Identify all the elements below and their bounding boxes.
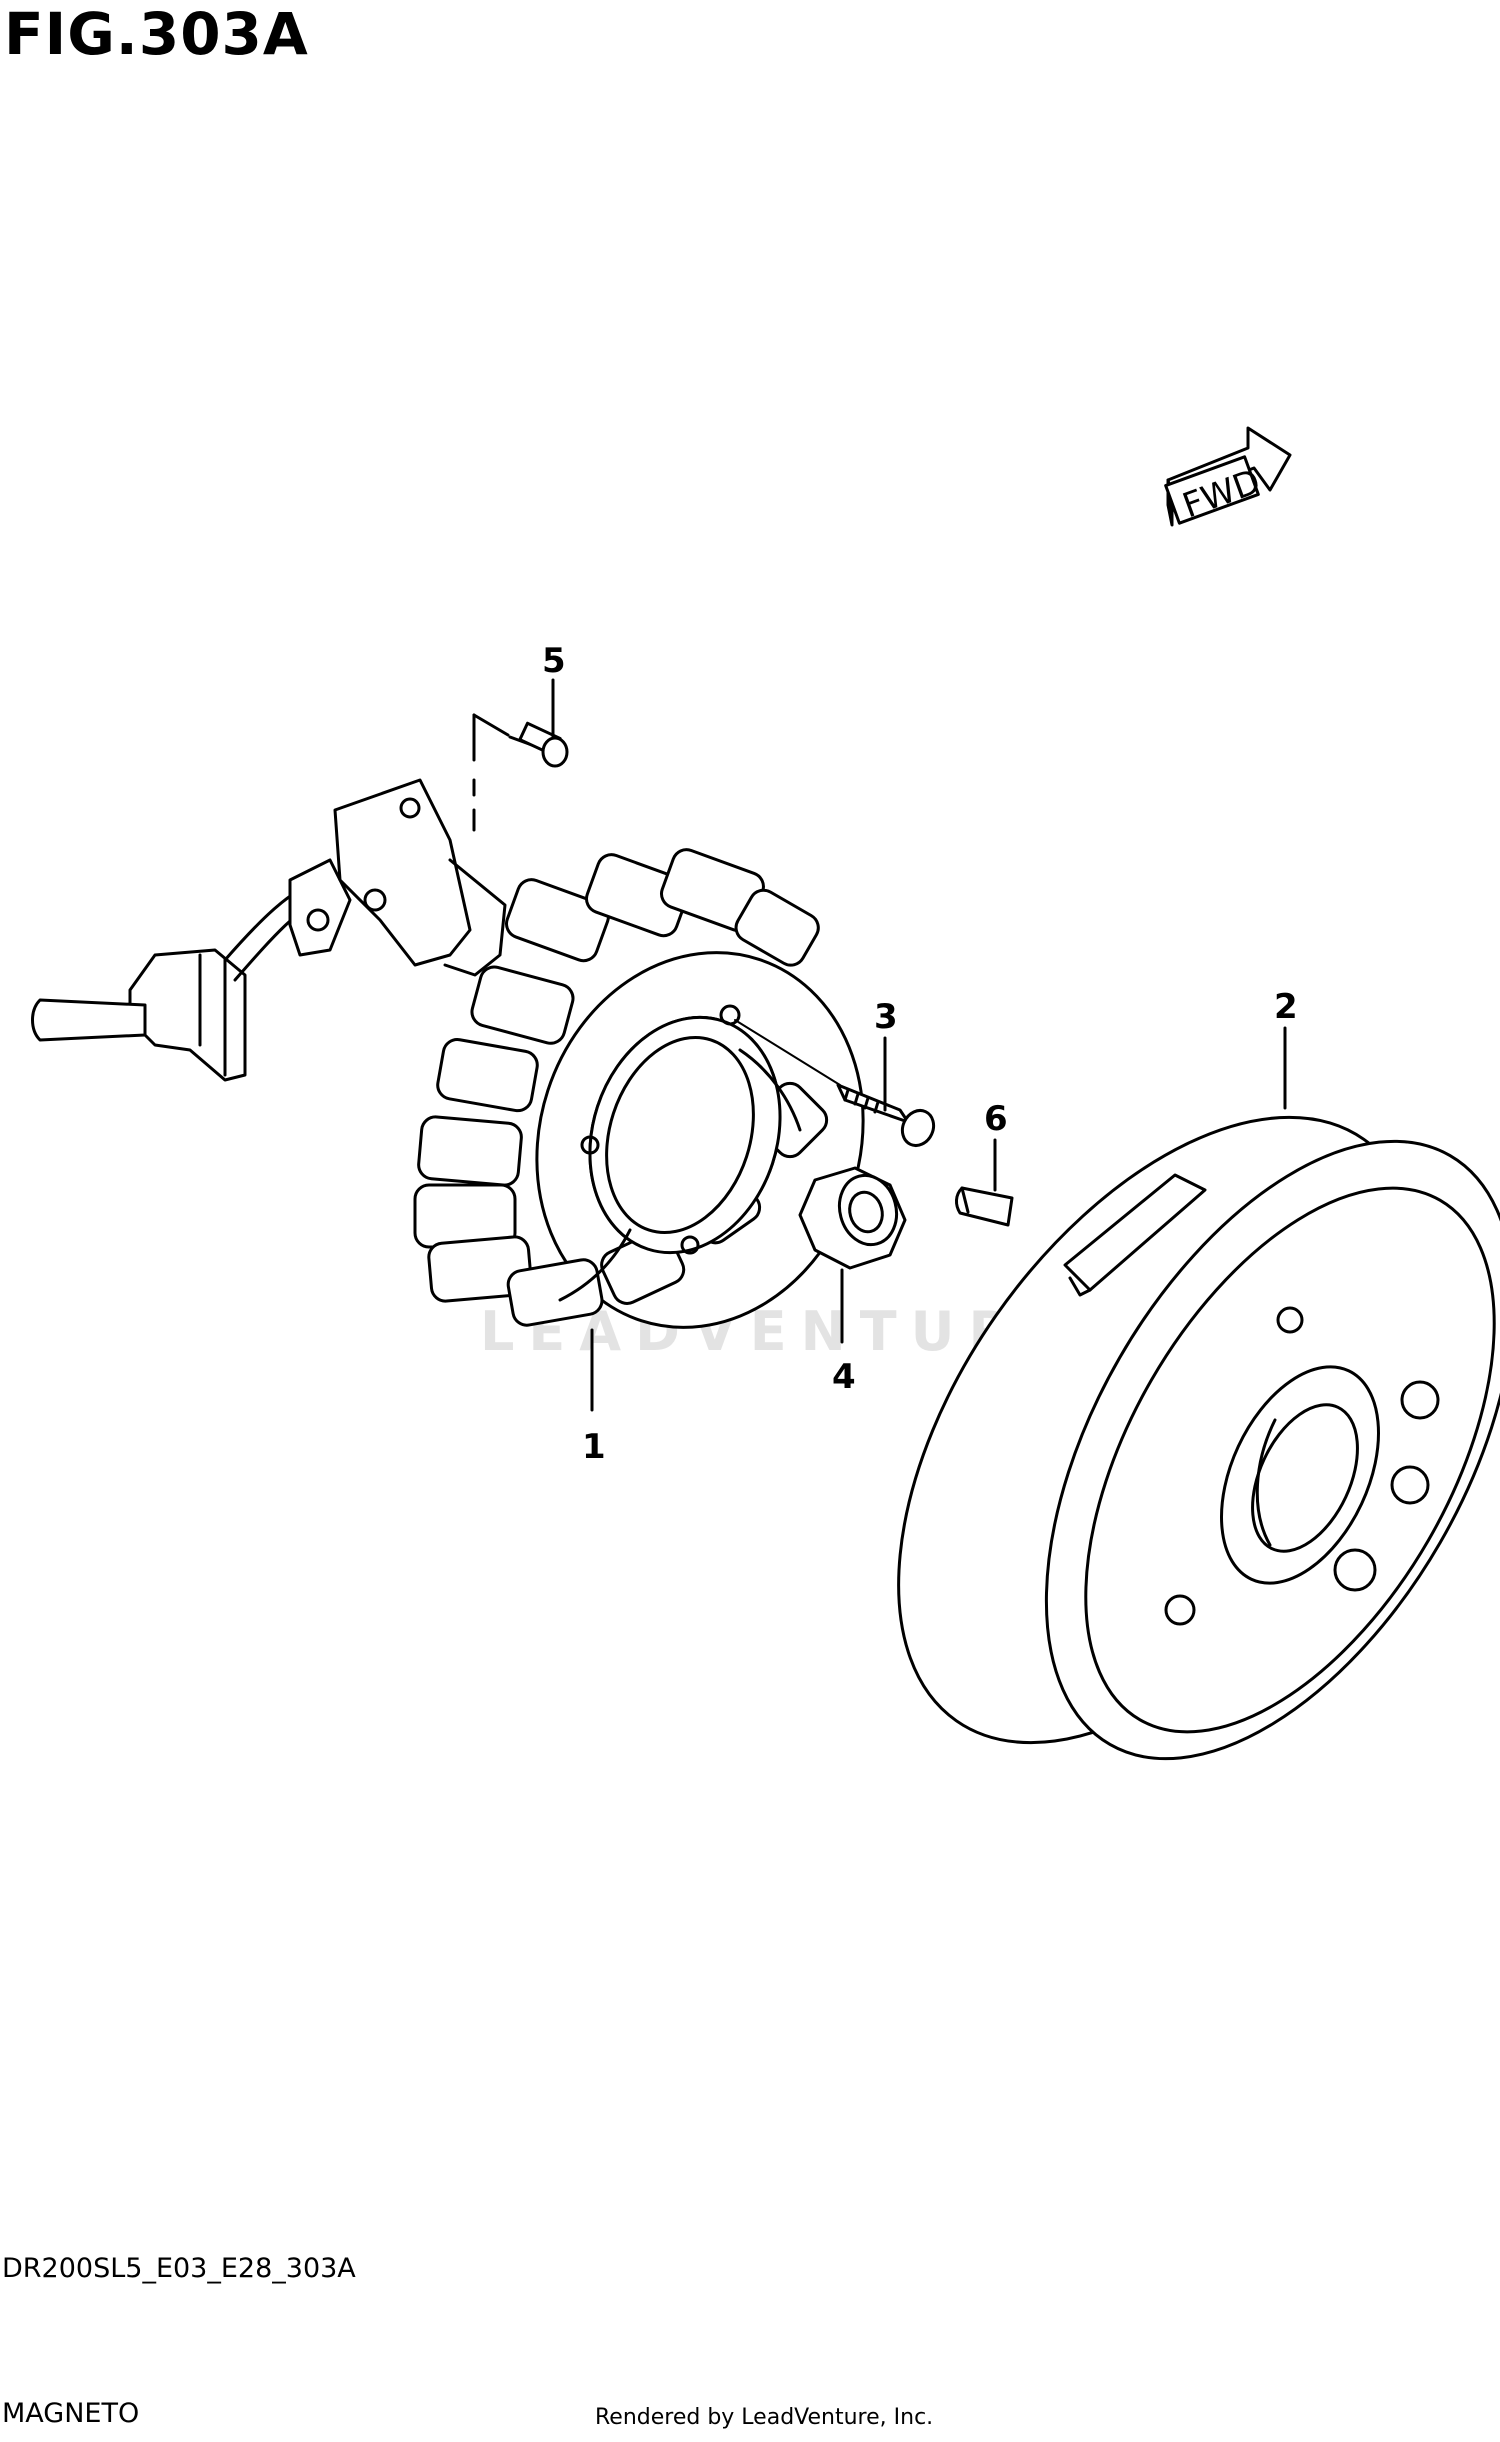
key-part-6 xyxy=(955,1186,1014,1227)
callout-1: 1 xyxy=(582,1427,606,1467)
bolt-part-3 xyxy=(734,1019,936,1148)
callout-3: 3 xyxy=(874,997,898,1037)
flywheel-part-2 xyxy=(897,1115,1500,1761)
callout-6: 6 xyxy=(984,1099,1008,1139)
callout-5: 5 xyxy=(542,641,566,681)
callout-4: 4 xyxy=(832,1357,856,1397)
section-name: MAGNETO xyxy=(2,2398,140,2429)
fwd-arrow-icon xyxy=(1164,426,1292,527)
callout-2: 2 xyxy=(1274,987,1298,1027)
nut-part-4 xyxy=(798,1166,907,1270)
stator-part-1 xyxy=(31,778,865,1329)
figure-title: FIG.303A xyxy=(4,0,309,68)
rendered-by-credit: Rendered by LeadVenture, Inc. xyxy=(595,2405,934,2430)
diagram-code: DR200SL5_E03_E28_303A xyxy=(2,2253,356,2284)
screw-part-5 xyxy=(472,713,569,832)
